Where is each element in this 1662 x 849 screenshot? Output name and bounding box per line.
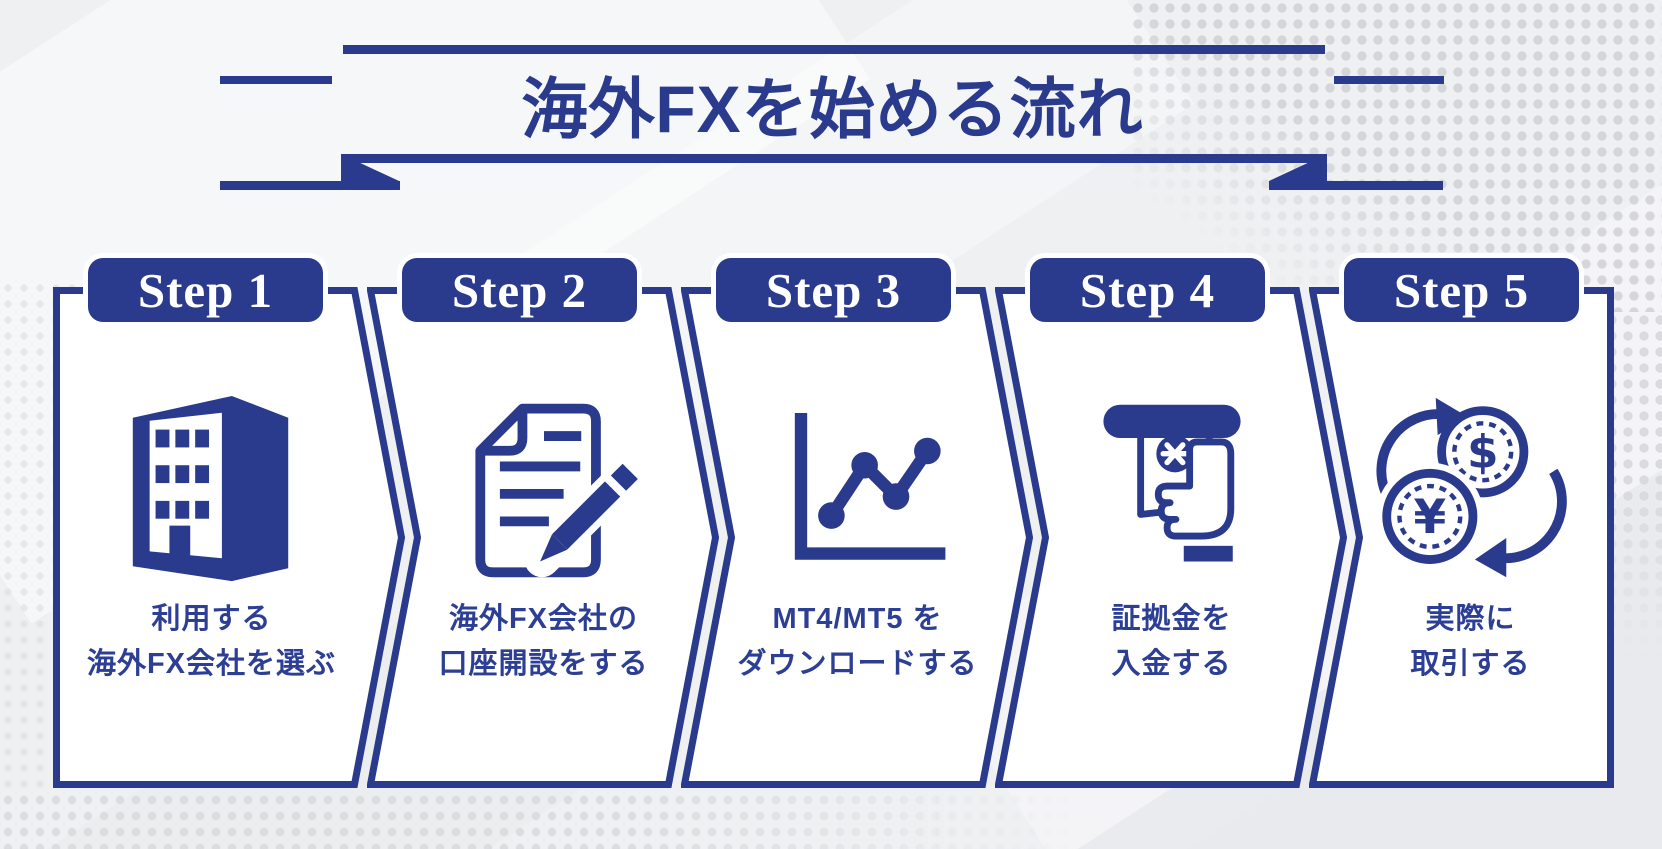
step-caption: 海外FX会社の 口座開設をする bbox=[438, 603, 649, 680]
step-card-5: Step 5 $ ¥ 実際に 取引する bbox=[1309, 258, 1661, 788]
currency-exchange-icon: $ ¥ bbox=[1375, 397, 1567, 578]
step-caption: MT4/MT5 を ダウンロードする bbox=[737, 603, 978, 680]
step-card-3: Step 3 MT4/MT5 を ダウンロードする bbox=[681, 258, 1033, 788]
dot-pattern bbox=[0, 792, 1160, 849]
step-icon-box bbox=[1019, 385, 1324, 593]
step-caption: 証拠金を 入金する bbox=[1111, 603, 1232, 680]
step-icon-box bbox=[705, 385, 1010, 593]
step-badge: Step 2 bbox=[402, 258, 637, 322]
step-badge: Step 1 bbox=[88, 258, 323, 322]
page-title: 海外FXを始める流れ bbox=[521, 72, 1144, 146]
title-ribbon-decoration bbox=[220, 45, 1444, 190]
step-badge-label: Step 4 bbox=[1079, 262, 1216, 318]
step-icon-box bbox=[59, 385, 364, 593]
step-icon-box: $ ¥ bbox=[1318, 385, 1623, 593]
step-icon-box bbox=[391, 385, 696, 593]
step-badge-label: Step 1 bbox=[137, 262, 274, 318]
step-caption: 利用する 海外FX会社を選ぶ bbox=[86, 603, 337, 680]
step-card-1: Step 1 利用する 海外FX会社を選ぶ bbox=[53, 258, 405, 788]
step-card-2: Step 2 海外FX会社の 口座開設をする bbox=[367, 258, 719, 788]
step-badge-label: Step 2 bbox=[451, 262, 588, 318]
cash-deposit-icon bbox=[1102, 404, 1241, 562]
yen-symbol: ¥ bbox=[1413, 490, 1446, 545]
dollar-symbol: $ bbox=[1467, 425, 1498, 478]
card-outline bbox=[681, 287, 1033, 788]
step-badge-label: Step 5 bbox=[1393, 262, 1530, 318]
step-badge: Step 5 bbox=[1344, 258, 1579, 322]
building-icon bbox=[132, 395, 288, 582]
step-caption: 実際に 取引する bbox=[1410, 603, 1531, 680]
step-card-4: Step 4 証拠金を 入金する bbox=[995, 258, 1347, 788]
step-badge: Step 4 bbox=[1030, 258, 1265, 322]
step-badge-label: Step 3 bbox=[765, 262, 902, 318]
line-chart-icon bbox=[794, 413, 945, 560]
step-badge: Step 3 bbox=[716, 258, 951, 322]
document-pencil-icon bbox=[474, 403, 642, 578]
